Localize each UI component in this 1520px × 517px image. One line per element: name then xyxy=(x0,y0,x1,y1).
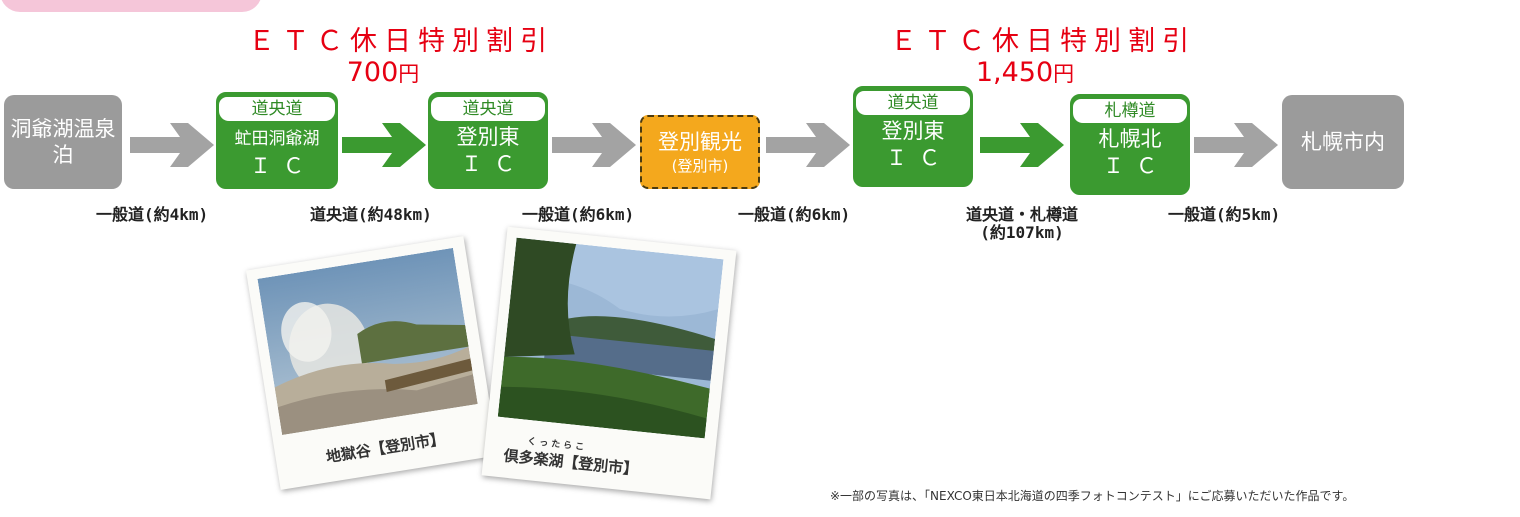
ic-name: 登別東 xyxy=(881,119,945,143)
photo-jigokudani: 地獄谷【登別市】 xyxy=(245,236,499,490)
node-ic-abuta-toyako: 道央道 虻田洞爺湖 ＩＣ xyxy=(216,92,338,189)
node-ic-noboribetsu-higashi-2: 道央道 登別東 ＩＣ xyxy=(853,86,973,187)
spot-name: 登別観光 xyxy=(658,130,742,154)
arrow-gray-icon xyxy=(130,123,214,167)
promo-right: ＥＴＣ休日特別割引 1,450円 xyxy=(890,26,1196,89)
node-end: 札幌市内 xyxy=(1282,95,1404,189)
promo-title: ＥＴＣ休日特別割引 xyxy=(248,26,554,57)
arrow-gray-icon xyxy=(766,123,850,167)
segment-label-line2: (約107km) xyxy=(980,223,1064,242)
node-start: 洞爺湖温泉 泊 xyxy=(4,95,122,189)
footnote: ※一部の写真は、「NEXCO東日本北海道の四季フォトコンテスト」にご応募いただい… xyxy=(830,489,1355,503)
node-noboribetsu-sightseeing: 登別観光 (登別市) xyxy=(640,115,760,189)
road-name: 道央道 xyxy=(219,97,335,121)
node-start-line2: 泊 xyxy=(52,143,74,167)
node-end-line1: 札幌市内 xyxy=(1301,129,1385,154)
promo-left: ＥＴＣ休日特別割引 700円 xyxy=(248,26,554,89)
ic-suffix: ＩＣ xyxy=(461,152,527,176)
ic-suffix: ＩＣ xyxy=(1103,154,1169,178)
promo-price: 700円 xyxy=(346,57,420,89)
photo-caption: くったらこ 倶多楽湖【登別市】 xyxy=(503,432,641,480)
header-tab-decoration xyxy=(0,0,262,12)
node-start-line1: 洞爺湖温泉 xyxy=(10,116,116,141)
segment-label: 一般道(約5km) xyxy=(1168,205,1281,224)
spot-sub: (登別市) xyxy=(671,157,729,175)
arrow-green-icon xyxy=(342,123,426,167)
segment-label: 道央道(約48km) xyxy=(310,205,432,224)
ic-name: 札幌北 xyxy=(1098,127,1162,151)
promo-title: ＥＴＣ休日特別割引 xyxy=(890,26,1196,57)
segment-label: 一般道(約6km) xyxy=(738,205,851,224)
arrow-gray-icon xyxy=(1194,123,1278,167)
segment-label-line1: 道央道・札樽道 xyxy=(966,205,1079,224)
road-name: 道央道 xyxy=(856,91,970,115)
ic-suffix: ＩＣ xyxy=(250,154,316,178)
photo-caption: 地獄谷【登別市】 xyxy=(324,429,447,467)
segment-label: 一般道(約6km) xyxy=(522,205,635,224)
node-ic-sapporo-kita: 札樽道 札幌北 ＩＣ xyxy=(1070,94,1190,195)
photo-jigokudani-image xyxy=(257,247,478,435)
segment-label: 道央道・札樽道 (約107km) xyxy=(966,206,1078,242)
arrow-green-icon xyxy=(980,123,1064,167)
ic-name: 登別東 xyxy=(456,125,520,149)
arrow-gray-icon xyxy=(552,123,636,167)
photo-kuttarako: くったらこ 倶多楽湖【登別市】 xyxy=(481,226,737,500)
road-name: 札樽道 xyxy=(1073,99,1187,123)
segment-label: 一般道(約4km) xyxy=(96,205,209,224)
promo-price: 1,450円 xyxy=(975,57,1075,89)
ic-name: 虻田洞爺湖 xyxy=(234,129,320,149)
node-ic-noboribetsu-higashi: 道央道 登別東 ＩＣ xyxy=(428,92,548,189)
photo-kuttarako-image xyxy=(497,237,724,439)
road-name: 道央道 xyxy=(431,97,545,121)
ic-suffix: ＩＣ xyxy=(886,146,952,170)
